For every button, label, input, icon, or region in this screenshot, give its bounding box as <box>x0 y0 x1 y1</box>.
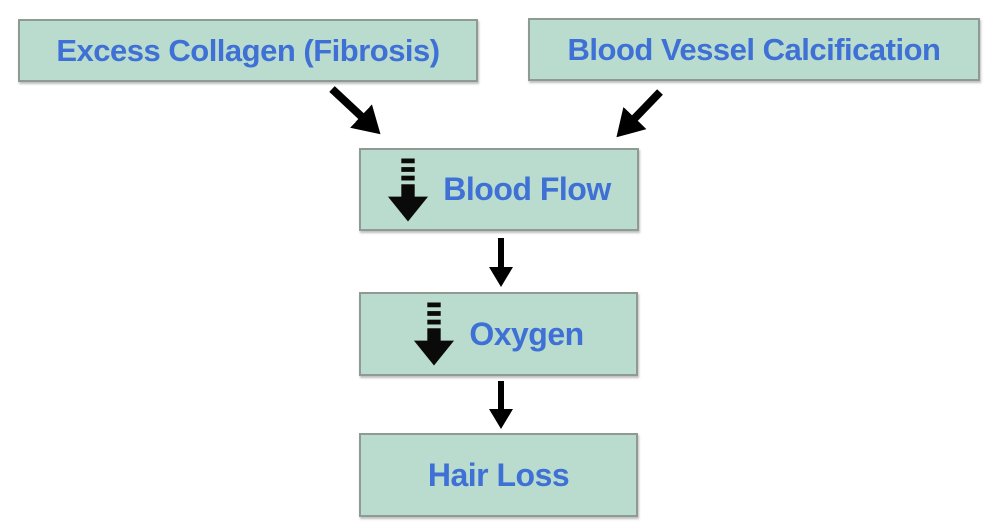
node-excess-collagen-label: Excess Collagen (Fibrosis) <box>56 32 440 68</box>
node-hair-loss-label: Hair Loss <box>427 456 570 493</box>
node-hair-loss: Hair Loss <box>359 433 638 517</box>
arrow-calcification-to-blood-flow <box>616 89 663 138</box>
node-oxygen-label: Oxygen <box>469 315 584 352</box>
node-excess-collagen: Excess Collagen (Fibrosis) <box>18 19 478 82</box>
node-blood-vessel-calcification-label: Blood Vessel Calcification <box>567 31 941 67</box>
node-blood-vessel-calcification: Blood Vessel Calcification <box>528 18 980 81</box>
node-blood-flow-label: Blood Flow <box>443 171 611 207</box>
node-oxygen: Oxygen <box>359 292 638 376</box>
arrow-excess-collagen-to-blood-flow <box>329 86 381 135</box>
node-blood-flow: Blood Flow <box>359 148 639 231</box>
decrease-arrow-icon <box>414 302 455 366</box>
decrease-arrow-icon <box>388 158 429 221</box>
